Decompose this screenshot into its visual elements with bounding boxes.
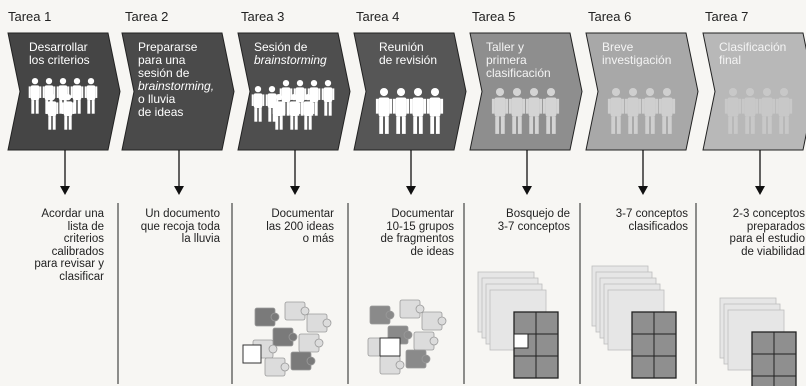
task-3-person-1 [251,86,265,122]
task-7-chevron [702,32,806,151]
task-5-missing-piece [513,333,529,349]
task-4-fragments [367,299,447,375]
task-4-white-piece [379,337,401,357]
task-1-person-6 [45,94,59,130]
task-3-chevron [237,32,351,151]
task-1-arrow [60,150,70,195]
task-3-person-8 [287,94,301,130]
task-4-arrow [406,150,416,195]
task-3-arrow [290,150,300,195]
task-7-concept-stack [719,297,797,386]
task-5-person-4 [542,88,560,134]
task-6-chevron [585,32,699,151]
task-5-chevron [469,32,583,151]
task-1-person-5 [84,78,98,114]
task-3-person-9 [301,94,315,130]
task-1-chevron [7,32,121,151]
task-7-person-1 [724,88,742,134]
task-5-person-3 [525,88,543,134]
task-6-person-1 [607,88,625,134]
task-1-person-7 [61,94,75,130]
task-6-arrow [638,150,648,195]
task-7-label: Tarea 7 [705,9,749,24]
task-3-person-6 [321,80,335,116]
task-3-fragments [252,301,332,377]
task-1-label: Tarea 1 [8,9,52,24]
task-6-person-3 [641,88,659,134]
task-5-arrow [522,150,532,195]
task-1-person-4 [70,78,84,114]
task-2-chevron [121,32,235,151]
task-6-person-4 [658,88,676,134]
task-6-person-2 [624,88,642,134]
task-6-label: Tarea 6 [588,9,632,24]
task-3-white-piece [242,344,262,364]
task-2-arrow [174,150,184,195]
task-5-person-1 [491,88,509,134]
task-4-chevron [353,32,467,151]
task-5-person-2 [508,88,526,134]
task-5-concept-stack [477,271,559,379]
task-7-person-4 [775,88,793,134]
task-6-concept-stack [591,265,677,379]
task-7-arrow [755,150,765,195]
task-2-label: Tarea 2 [125,9,169,24]
task-1-person-1 [28,78,42,114]
task-4-person-4 [426,88,444,134]
task-4-person-3 [409,88,427,134]
task-3-label: Tarea 3 [241,9,285,24]
task-7-person-2 [741,88,759,134]
task-7-person-3 [758,88,776,134]
task-3-person-7 [272,94,286,130]
task-6-assembled-puzzle [631,311,677,379]
task-4-person-1 [375,88,393,134]
task-4-label: Tarea 4 [356,9,400,24]
task-5-label: Tarea 5 [472,9,516,24]
task-7-assembled-puzzle [751,331,797,386]
task-4-person-2 [392,88,410,134]
